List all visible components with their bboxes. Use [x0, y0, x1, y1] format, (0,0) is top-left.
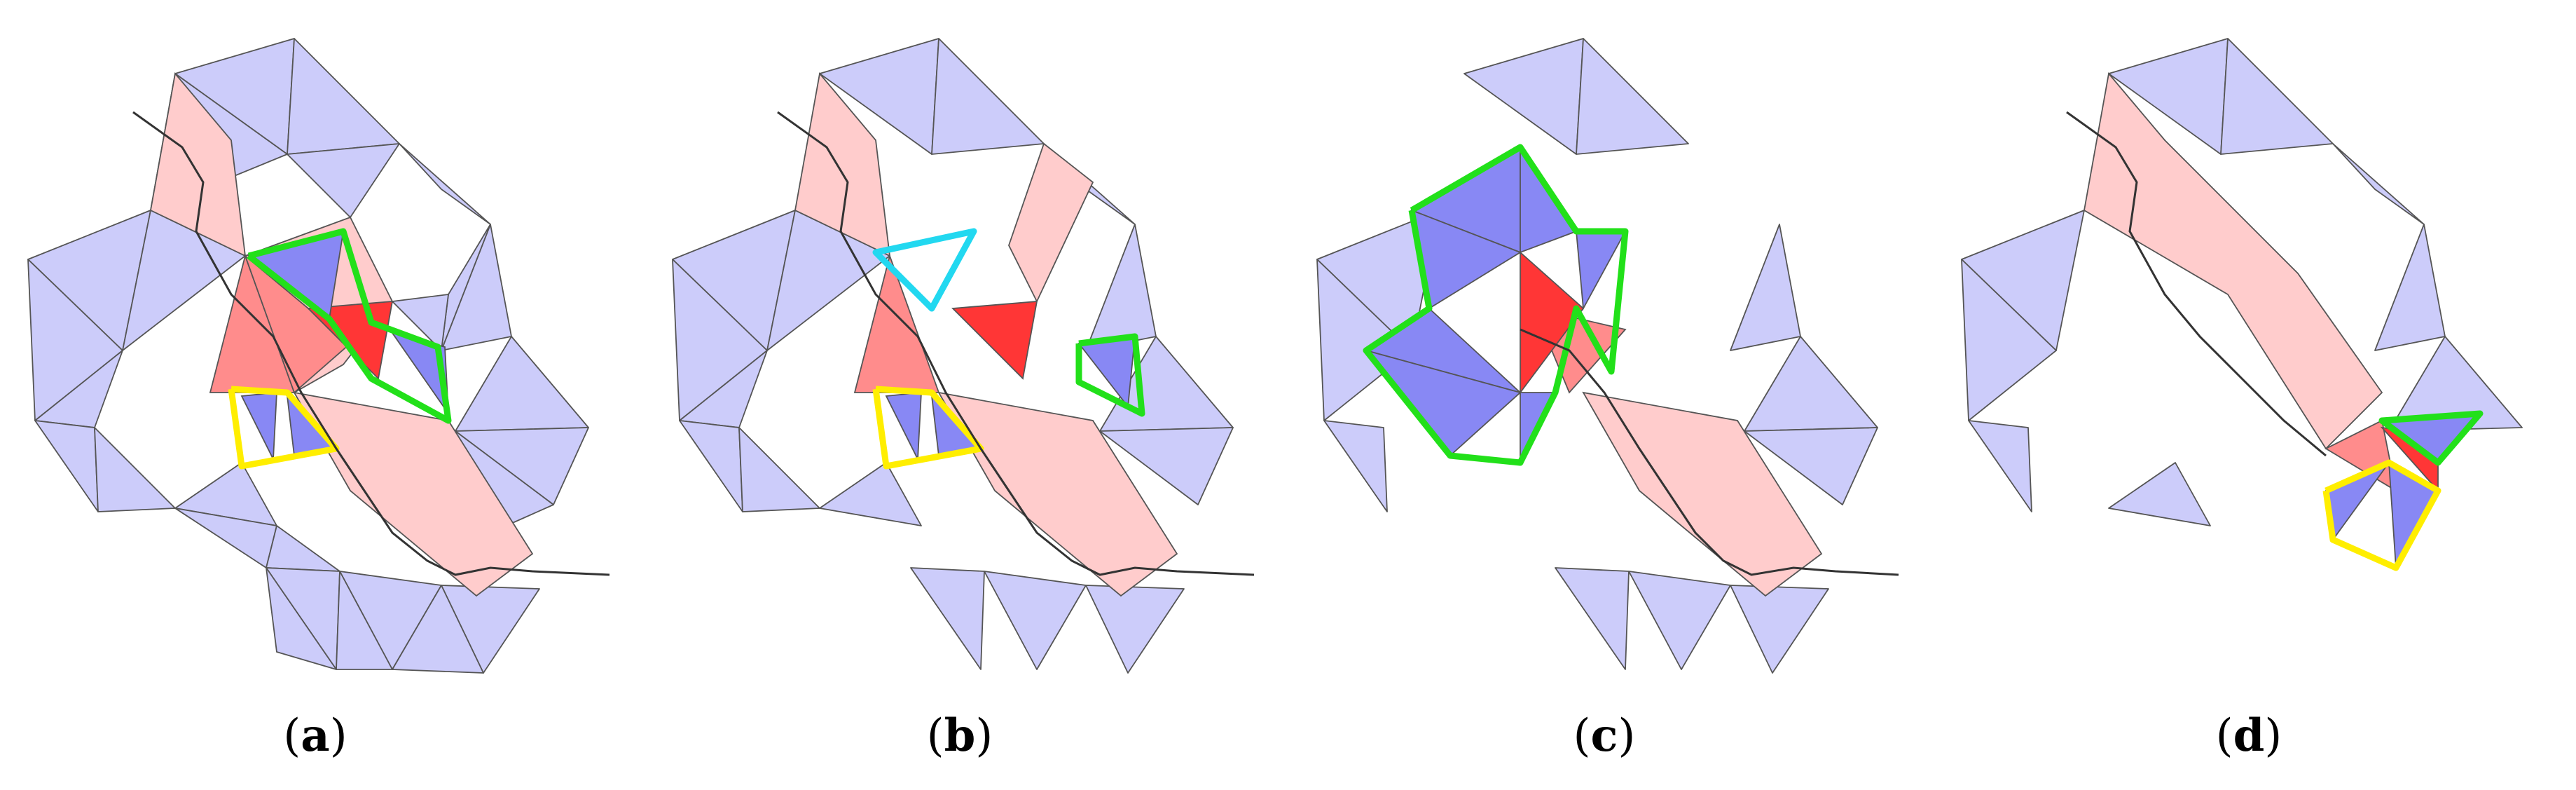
yellow-outline	[2322, 459, 2441, 571]
mesh-diagram-d	[1961, 38, 2523, 571]
green-outline	[1075, 333, 1145, 417]
cyan-outline	[872, 228, 977, 312]
panel-b: (b)	[645, 0, 1275, 790]
mesh-diagram-b	[672, 38, 1255, 674]
green-outline	[1363, 144, 1629, 466]
triangle-mesh	[1961, 38, 2523, 526]
caption-b: (b)	[926, 709, 993, 762]
triangle-mesh	[1316, 38, 1878, 674]
river-line	[132, 111, 610, 576]
river-line	[1520, 328, 1899, 576]
caption-c: (c)	[1573, 709, 1636, 762]
neighbor-triangles	[240, 230, 450, 462]
mesh-diagram-a	[27, 38, 610, 674]
neighbor-triangles	[2325, 412, 2482, 571]
river-line	[2066, 111, 2327, 457]
path-band	[794, 71, 1178, 597]
current-triangle	[1520, 250, 1585, 395]
triangle-mesh	[672, 38, 1234, 674]
current-triangle	[951, 301, 1038, 380]
caption-d: (d)	[2215, 709, 2282, 762]
panel-a: (a)	[0, 0, 631, 790]
panel-c: (c)	[1289, 0, 1920, 790]
green-outline	[247, 228, 452, 424]
panel-d: (d)	[1934, 0, 2564, 790]
green-outline	[2378, 410, 2484, 466]
mesh-diagram-c	[1316, 38, 1899, 674]
caption-a: (a)	[283, 709, 347, 762]
river-line	[777, 111, 1255, 576]
